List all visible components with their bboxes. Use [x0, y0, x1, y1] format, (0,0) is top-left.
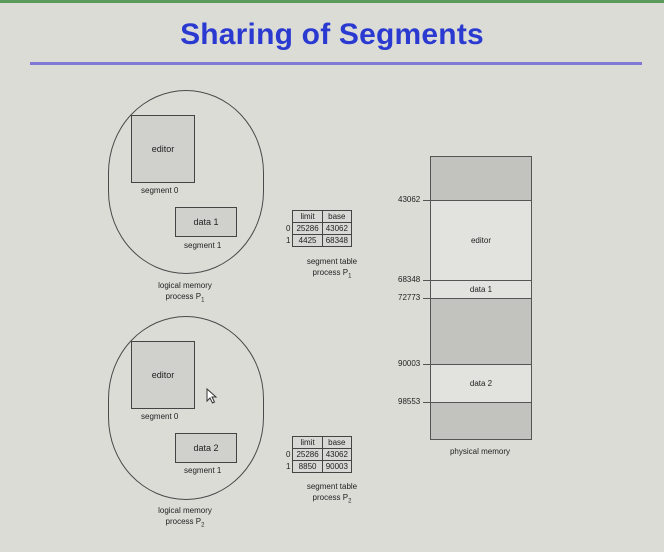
mouse-pointer-icon	[206, 388, 218, 404]
address-label: 90003	[398, 359, 421, 368]
top-accent-bar	[0, 0, 664, 3]
p2-segment1-label: segment 1	[184, 466, 222, 475]
mem-free-middle	[431, 299, 531, 364]
title-underline	[30, 62, 642, 65]
address-label: 98553	[398, 397, 421, 406]
table-row: 0 25286 43062	[286, 222, 352, 235]
logical-memory-p1-oval	[108, 90, 264, 274]
p1-logical-caption: logical memory process P1	[140, 280, 230, 307]
p2-table-header-base: base	[321, 436, 352, 449]
segment-table-p1: limit base 0 25286 43062 1 4425 68348	[286, 210, 352, 247]
p2-segment0-label: segment 0	[141, 412, 179, 421]
mem-free-top	[431, 157, 531, 200]
p1-table-header-limit: limit	[292, 210, 323, 223]
mem-segment-data2: data 2	[431, 365, 531, 402]
p2-logical-caption: logical memory process P2	[158, 506, 212, 529]
p2-segment1-box: data 2	[175, 433, 237, 463]
p1-segment0-box: editor	[131, 115, 195, 183]
p1-segment1-label: segment 1	[184, 241, 222, 250]
logical-memory-p2-oval	[108, 316, 264, 500]
p1-segment0-label: segment 0	[141, 186, 179, 195]
physical-memory-column: editor data 1 data 2	[430, 156, 532, 440]
mem-free-bottom	[431, 403, 531, 439]
p1-logical-caption-line2: process P1	[165, 292, 205, 304]
p2-segment1-text: data 2	[193, 443, 219, 453]
table-row: 0 25286 43062	[286, 448, 352, 461]
p1-segment1-box: data 1	[175, 207, 237, 237]
p2-table-caption: segment table process P2	[306, 482, 358, 505]
p2-segment0-text: editor	[151, 370, 175, 380]
p1-table-caption: segment table process P1	[306, 257, 358, 280]
physical-memory-label: physical memory	[449, 447, 510, 456]
slide-title: Sharing of Segments	[180, 18, 484, 51]
mem-segment-editor: editor	[431, 201, 531, 280]
p1-segment1-text: data 1	[193, 217, 219, 227]
table-row: 1 8850 90003	[286, 460, 352, 473]
mem-segment-data1: data 1	[431, 281, 531, 298]
p1-segment0-text: editor	[151, 144, 175, 154]
address-label: 72773	[398, 293, 421, 302]
p1-table-header-base: base	[321, 210, 352, 223]
p2-segment0-box: editor	[131, 341, 195, 409]
table-row: 1 4425 68348	[286, 234, 352, 247]
address-label: 68348	[398, 275, 421, 284]
segment-table-p2: limit base 0 25286 43062 1 8850 90003	[286, 436, 352, 473]
p1-logical-caption-line1: logical memory	[158, 281, 212, 290]
address-label: 43062	[398, 195, 421, 204]
p2-table-header-limit: limit	[292, 436, 323, 449]
